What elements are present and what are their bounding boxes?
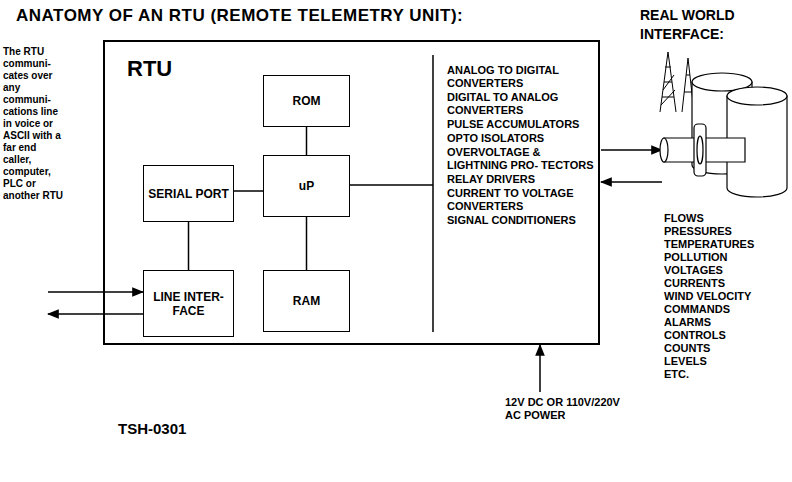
line-in-arrow (48, 291, 143, 293)
block-label: uP (299, 179, 314, 193)
bus-connector (306, 127, 308, 155)
function-item: DIGITAL TO ANALOG CONVERTERS (447, 91, 595, 117)
line-out-arrow (48, 313, 143, 315)
signal-item: COUNTS (664, 342, 788, 355)
signal-item: PRESSURES (664, 225, 788, 238)
block-label: SERIAL PORT (148, 187, 228, 201)
rtu-housing: RTU ROM SERIAL PORT uP LINE INTER- FACE RAM AN… (103, 40, 600, 345)
block-label: RAM (293, 294, 320, 308)
unit-title: RTU (127, 56, 172, 82)
signal-item: COMMANDS (664, 303, 788, 316)
serial-port-block: SERIAL PORT (143, 165, 234, 222)
io-function-list: ANALOG TO DIGITAL CONVERTERSDIGITAL TO A… (447, 64, 595, 228)
signal-item: LEVELS (664, 355, 788, 368)
signal-item: POLLUTION (664, 251, 788, 264)
section-heading: REAL WORLD INTERFACE: (640, 6, 790, 44)
bus-connector (188, 222, 190, 270)
bus-connector (234, 190, 263, 192)
line-interface-block: LINE INTER- FACE (143, 270, 234, 337)
signal-item: FLOWS (664, 212, 788, 225)
microprocessor-block: uP (263, 155, 350, 217)
function-item: ANALOG TO DIGITAL CONVERTERS (447, 64, 595, 90)
bus-connector (306, 217, 308, 270)
signal-list: FLOWSPRESSURESTEMPERATURESPOLLUTIONVOLTA… (664, 212, 788, 381)
diagram-title: ANATOMY OF AN RTU (REMOTE TELEMETRY UNIT… (16, 6, 463, 26)
signal-item: CURRENTS (664, 277, 788, 290)
io-bus-line (432, 55, 434, 332)
signal-item: TEMPERATURES (664, 238, 788, 251)
block-label: ROM (293, 94, 321, 108)
signal-item: ALARMS (664, 316, 788, 329)
tower-symbol (660, 52, 694, 112)
function-item: OVERVOLTAGE & LIGHTNING PRO- TECTORS (447, 146, 595, 172)
block-label: LINE INTER- FACE (147, 290, 230, 318)
pipe-symbol (660, 124, 745, 176)
ram-block: RAM (263, 270, 350, 332)
output-arrow (601, 149, 662, 151)
signal-item: WIND VELOCITY (664, 290, 788, 303)
note-text: The RTU communi- cates over any communi-… (3, 46, 67, 202)
tank-symbol (692, 73, 787, 197)
drawing-number: TSH-0301 (118, 420, 238, 438)
power-arrow (539, 345, 541, 392)
power-note: 12V DC OR 110V/220V AC POWER (505, 396, 620, 422)
signal-item: ETC. (664, 368, 788, 381)
input-arrow (601, 181, 662, 183)
bus-link (350, 184, 433, 186)
function-item: OPTO ISOLATORS (447, 132, 595, 145)
signal-item: CONTROLS (664, 329, 788, 342)
function-item: RELAY DRIVERS (447, 173, 595, 186)
signal-item: VOLTAGES (664, 264, 788, 277)
rom-block: ROM (263, 75, 350, 127)
function-item: PULSE ACCUMULATORS (447, 118, 595, 131)
function-item: CURRENT TO VOLTAGE CONVERTERS (447, 187, 595, 213)
function-item: SIGNAL CONDITIONERS (447, 214, 595, 227)
